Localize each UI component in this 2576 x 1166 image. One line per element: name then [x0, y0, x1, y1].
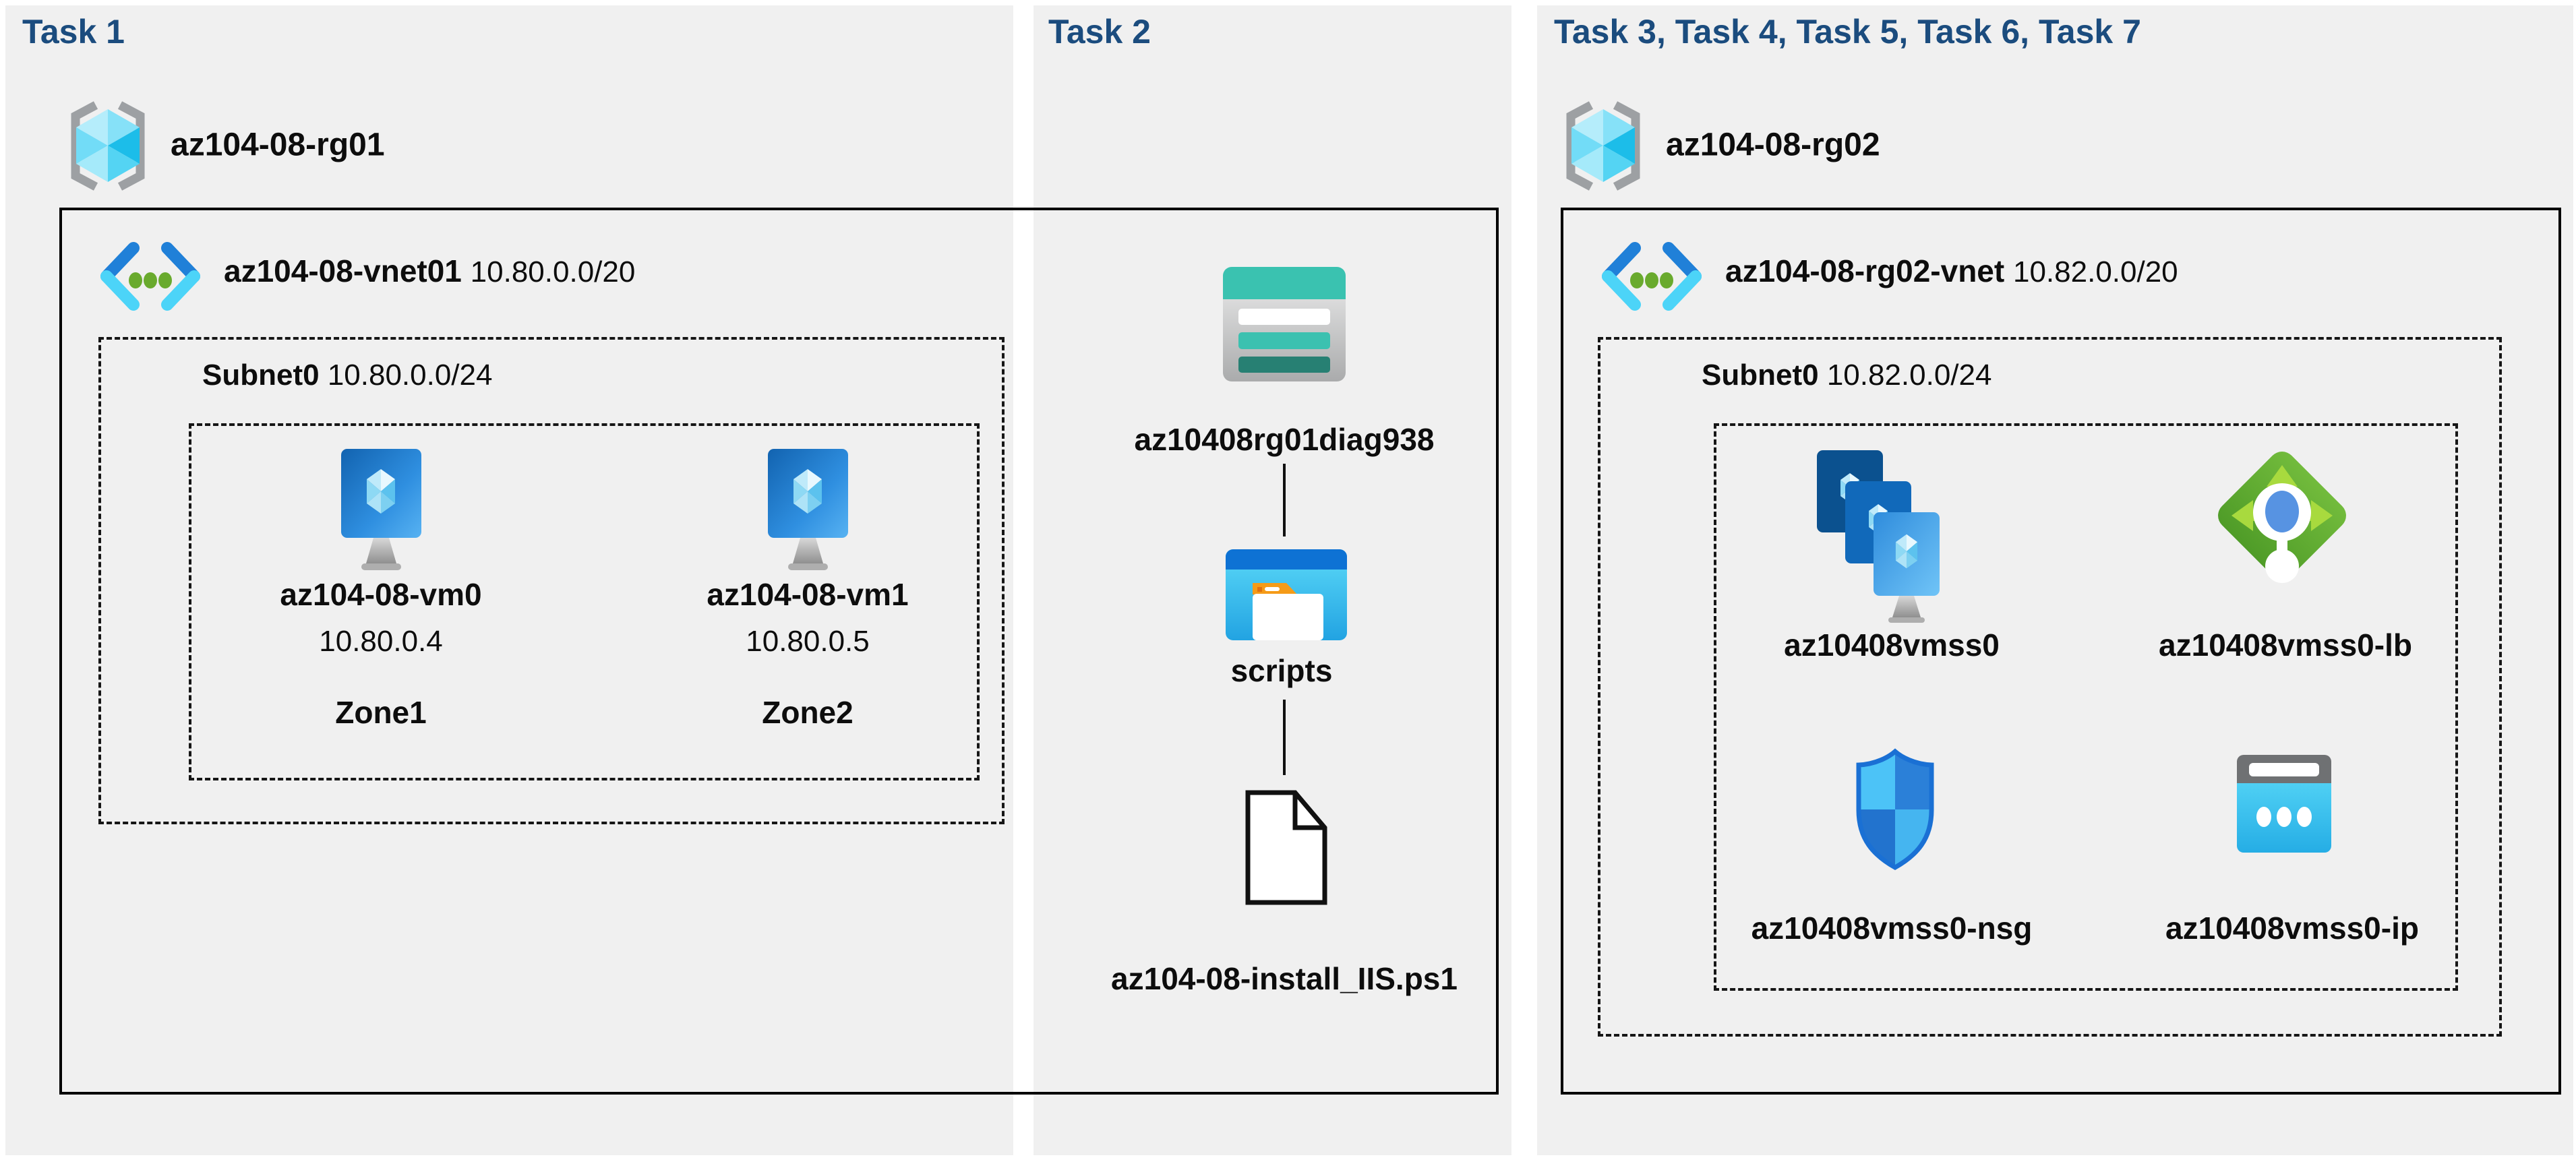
- subnet-label: Subnet0 10.82.0.0/24: [1702, 359, 1991, 392]
- resource-group-icon: [66, 100, 150, 192]
- script-file-name: az104-08-install_IIS.ps1: [1111, 961, 1458, 996]
- virtual-network-icon: [1601, 241, 1702, 314]
- load-balancer-name: az10408vmss0-lb: [2159, 627, 2412, 663]
- vnet-cidr: 10.82.0.0/20: [2012, 255, 2178, 288]
- file-share-icon: [1226, 549, 1347, 640]
- vm-zone: Zone1: [335, 695, 427, 730]
- public-ip-name: az10408vmss0-ip: [2165, 911, 2419, 946]
- virtual-network-icon: [100, 241, 201, 314]
- subnet-name: Subnet0: [202, 359, 320, 392]
- subnet-cidr: 10.80.0.0/24: [327, 359, 493, 392]
- script-file-icon: [1244, 789, 1329, 907]
- subnet-label: Subnet0 10.80.0.0/24: [202, 359, 492, 392]
- file-share-name: scripts: [1230, 653, 1333, 688]
- nsg-name: az10408vmss0-nsg: [1751, 911, 2033, 946]
- virtual-machine-icon: [336, 449, 427, 574]
- connector-line: [1283, 464, 1286, 536]
- vmss-resources-box: [1714, 423, 2458, 991]
- vm-zone: Zone2: [762, 695, 853, 730]
- vm-ip: 10.80.0.4: [319, 625, 443, 658]
- task3-panel: [1537, 5, 2573, 1155]
- vnet-label: az104-08-rg02-vnet 10.82.0.0/20: [1725, 253, 2178, 289]
- public-ip-icon: [2237, 755, 2331, 853]
- subnet-name: Subnet0: [1702, 359, 1819, 392]
- subnet-cidr: 10.82.0.0/24: [1826, 359, 1992, 392]
- connector-line: [1283, 700, 1286, 775]
- storage-account-icon: [1223, 267, 1346, 381]
- resource-group-name: az104-08-rg02: [1666, 127, 1880, 163]
- vm-scale-set-icon: [1817, 450, 1949, 623]
- subnet-box: [98, 337, 1005, 824]
- vm-name: az104-08-vm0: [280, 577, 482, 612]
- resource-group-icon: [1561, 100, 1645, 192]
- vnet-name: az104-08-rg02-vnet: [1725, 253, 2005, 288]
- task3-title: Task 3, Task 4, Task 5, Task 6, Task 7: [1554, 13, 2141, 51]
- vmss-name: az10408vmss0: [1784, 627, 2000, 663]
- vnet-cidr: 10.80.0.0/20: [470, 255, 636, 288]
- task2-title: Task 2: [1048, 13, 1151, 51]
- vm-name: az104-08-vm1: [707, 577, 909, 612]
- rg01-boundary-box: [59, 208, 1499, 1095]
- vm-ip: 10.80.0.5: [746, 625, 870, 658]
- availability-zones-box: [189, 423, 980, 780]
- task1-title: Task 1: [22, 13, 125, 51]
- subnet-box: [1598, 337, 2502, 1037]
- load-balancer-icon: [2211, 445, 2353, 586]
- vnet-label: az104-08-vnet01 10.80.0.0/20: [224, 253, 635, 289]
- vnet-name: az104-08-vnet01: [224, 253, 462, 288]
- rg02-boundary-box: [1561, 208, 2561, 1095]
- storage-account-name: az10408rg01diag938: [1134, 422, 1435, 457]
- resource-group-name: az104-08-rg01: [171, 127, 385, 163]
- virtual-machine-icon: [762, 449, 853, 574]
- network-security-group-icon: [1850, 748, 1940, 871]
- task1-panel: [5, 5, 1013, 1155]
